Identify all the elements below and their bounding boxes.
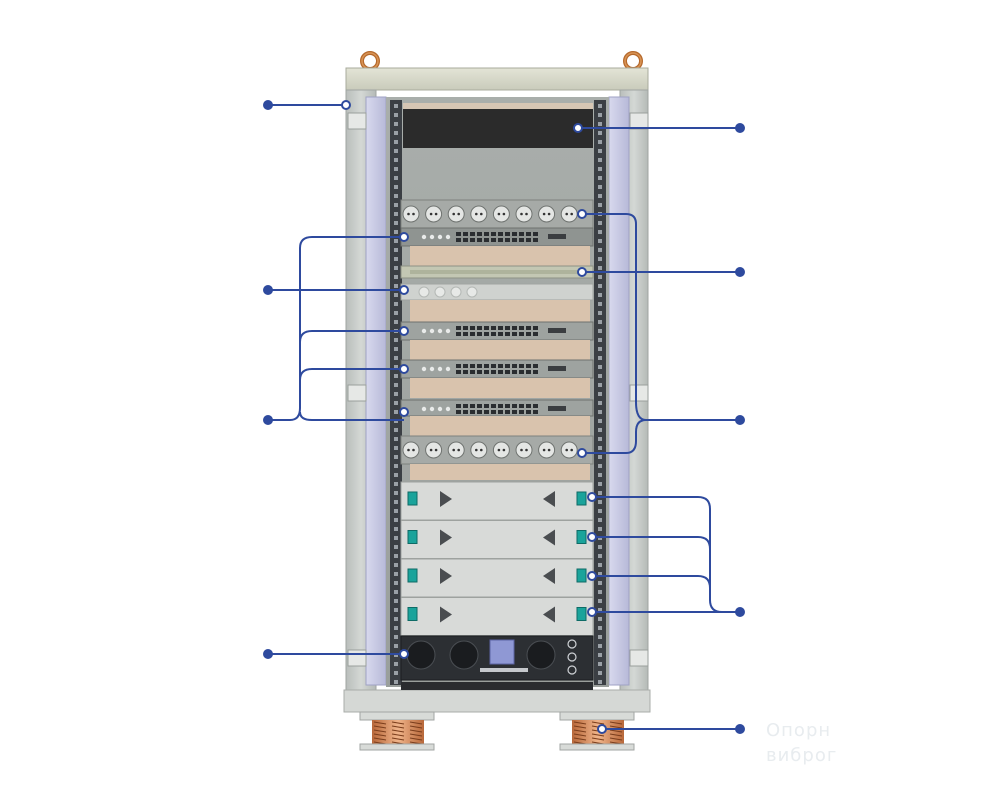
equipment — [400, 199, 594, 690]
callout-patch-panel — [263, 285, 409, 295]
ups-module-2 — [400, 520, 594, 559]
pdu-socket — [425, 205, 443, 223]
pdu-socket — [492, 441, 510, 459]
switch-3 — [400, 359, 594, 398]
top-cover — [403, 108, 593, 148]
pdu-top — [400, 199, 594, 229]
ups-module-1 — [400, 481, 594, 521]
top-cap — [345, 67, 649, 91]
ups-module-3 — [400, 558, 594, 598]
pdu-socket — [560, 441, 578, 459]
watermark-line-1: Опорн — [766, 720, 832, 741]
ups-modules — [400, 481, 594, 636]
pdu-socket — [470, 205, 488, 223]
callouts — [263, 100, 745, 734]
callout-ups-base — [263, 649, 409, 659]
callout-ups-module — [587, 492, 745, 617]
callout-door — [263, 100, 351, 110]
callout-pdu — [577, 209, 745, 458]
pdu-socket — [560, 205, 578, 223]
rail-holes — [394, 104, 602, 684]
ups-base-unit — [400, 635, 594, 681]
plinth — [343, 689, 651, 713]
callout-top-cover — [573, 123, 745, 133]
pdu-socket — [425, 441, 443, 459]
pdu-socket — [492, 205, 510, 223]
vibration-mount-left — [359, 711, 435, 751]
vibration-mount-right — [559, 711, 635, 751]
pdu-socket — [515, 205, 533, 223]
pdu-socket — [402, 441, 420, 459]
cable-organizer — [400, 265, 594, 279]
ups-module-4 — [400, 597, 594, 636]
pdu-socket — [470, 441, 488, 459]
top-cover-lip — [403, 103, 593, 109]
switch-2 — [400, 321, 594, 360]
door-strip-right — [608, 96, 630, 686]
callout-cable-organizer — [577, 267, 745, 277]
pdu-socket — [447, 205, 465, 223]
pdu-bottom — [400, 435, 594, 480]
watermark-line-2: виброг — [766, 745, 838, 766]
callout-vibration-mount — [597, 724, 745, 734]
patch-panel — [400, 283, 594, 322]
lifting-eye-left — [360, 51, 380, 71]
pdu-socket — [538, 441, 556, 459]
door-strip-left — [365, 96, 387, 686]
pdu-socket — [515, 441, 533, 459]
bottom-grille — [401, 682, 593, 690]
lifting-eye-right — [623, 51, 643, 71]
pdu-socket — [447, 441, 465, 459]
cabinet — [343, 51, 651, 713]
callout-network-switch — [263, 232, 409, 425]
switch-4 — [400, 399, 594, 436]
pdu-socket — [402, 205, 420, 223]
pdu-socket — [538, 205, 556, 223]
switch-1 — [400, 227, 594, 266]
